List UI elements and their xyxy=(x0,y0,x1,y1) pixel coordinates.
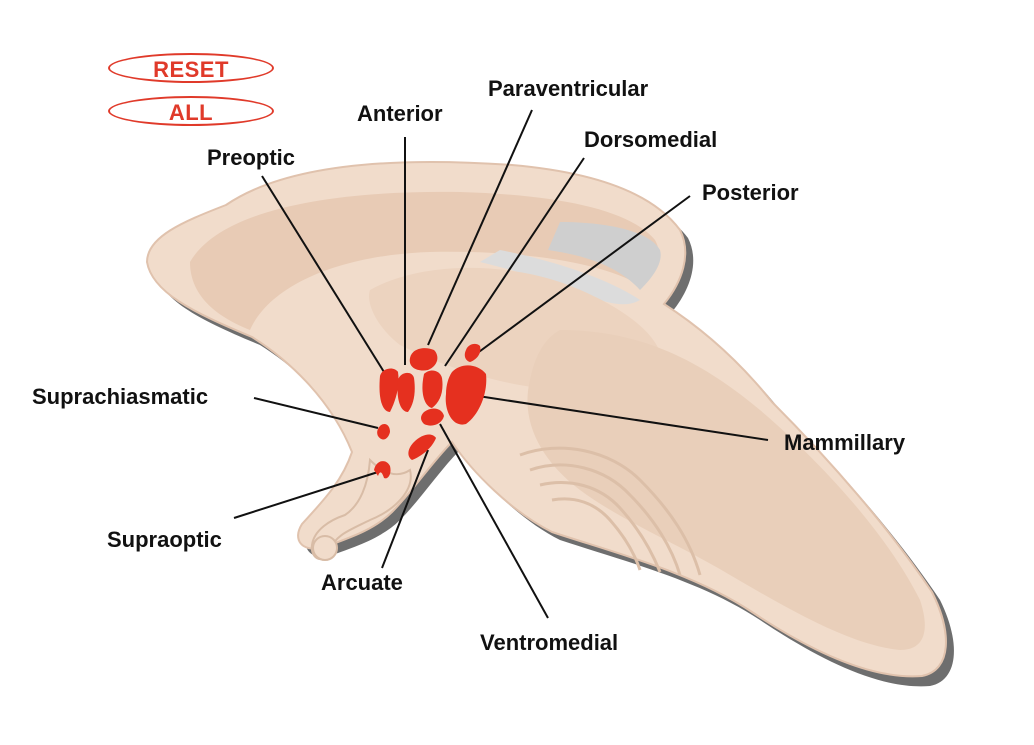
nucleus-ventromedial[interactable] xyxy=(421,408,444,426)
nucleus-arcuate[interactable] xyxy=(408,434,436,460)
line-mammillary xyxy=(477,395,769,441)
label-paraventricular[interactable]: Paraventricular xyxy=(488,76,649,101)
label-supraoptic[interactable]: Supraoptic xyxy=(107,527,222,552)
nucleus-supraoptic[interactable] xyxy=(374,461,391,479)
ventricle-light xyxy=(480,250,640,305)
label-anterior[interactable]: Anterior xyxy=(357,101,443,126)
nuclei xyxy=(374,343,487,479)
leader-lines xyxy=(233,109,769,619)
line-posterior xyxy=(467,195,691,361)
nucleus-suprachiasmatic[interactable] xyxy=(377,424,390,440)
nucleus-anterior-2[interactable] xyxy=(422,370,443,408)
line-preoptic xyxy=(261,175,385,373)
label-suprachiasmatic[interactable]: Suprachiasmatic xyxy=(32,384,209,409)
nucleus-posterior[interactable] xyxy=(445,365,487,425)
line-ventromedial xyxy=(439,423,549,619)
label-mammillary[interactable]: Mammillary xyxy=(784,430,906,455)
nucleus-paraventricular[interactable] xyxy=(409,348,438,371)
line-arcuate xyxy=(381,449,429,569)
line-dorsomedial xyxy=(444,157,585,367)
brainstem xyxy=(527,330,925,650)
line-supraoptic xyxy=(233,471,379,519)
nucleus-anterior[interactable] xyxy=(397,372,415,412)
label-ventromedial[interactable]: Ventromedial xyxy=(480,630,619,655)
all-button[interactable]: ALL xyxy=(108,96,274,126)
label-arcuate[interactable]: Arcuate xyxy=(321,570,403,595)
pituitary-gland xyxy=(312,535,338,561)
nucleus-dorsomedial[interactable] xyxy=(464,343,481,362)
label-dorsomedial[interactable]: Dorsomedial xyxy=(584,127,718,152)
line-paraventricular xyxy=(427,109,533,346)
label-preoptic[interactable]: Preoptic xyxy=(207,145,296,170)
corpus-callosum xyxy=(190,191,660,330)
cerebellum xyxy=(519,446,702,576)
line-suprachiasmatic xyxy=(253,397,379,429)
label-posterior[interactable]: Posterior xyxy=(702,180,799,205)
reset-button[interactable]: RESET xyxy=(108,53,274,83)
nucleus-preoptic[interactable] xyxy=(379,368,399,412)
